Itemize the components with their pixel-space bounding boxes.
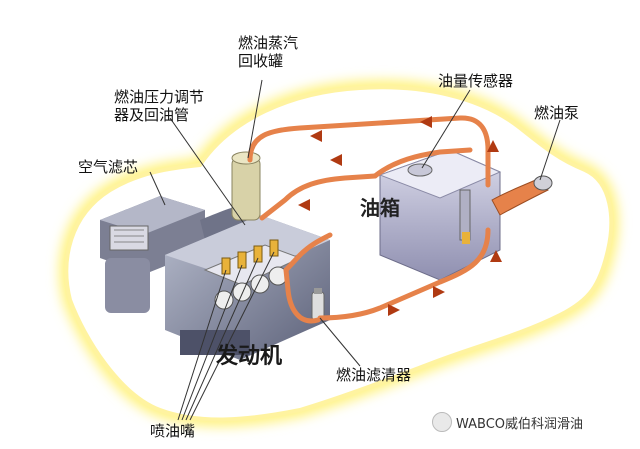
vapor-canister xyxy=(231,151,261,221)
label-fuel-tank: 油箱 xyxy=(360,196,400,220)
fuel-pump xyxy=(491,175,553,216)
label-vapor-canister: 燃油蒸汽 回收罐 xyxy=(238,34,299,70)
fuel-tank xyxy=(378,149,502,281)
watermark-text: WABCO威伯科润滑油 xyxy=(456,416,584,432)
label-fuel-filter: 燃油滤清器 xyxy=(336,366,412,384)
injectors xyxy=(221,239,279,275)
watermark: WABCO威伯科润滑油 xyxy=(432,412,583,432)
fuel-lines xyxy=(247,115,491,324)
label-engine: 发动机 xyxy=(216,344,283,369)
fuel-filter xyxy=(311,288,325,321)
label-injector: 喷油嘴 xyxy=(150,422,196,440)
label-fuel-pump: 燃油泵 xyxy=(534,104,580,122)
label-air-filter: 空气滤芯 xyxy=(78,158,139,176)
wechat-icon xyxy=(432,412,452,432)
label-fuel-level-sensor: 油量传感器 xyxy=(438,72,514,90)
flow-arrows xyxy=(298,116,502,316)
leader-lines xyxy=(149,79,561,421)
label-pressure-regulator: 燃油压力调节 器及回油管 xyxy=(114,88,205,124)
